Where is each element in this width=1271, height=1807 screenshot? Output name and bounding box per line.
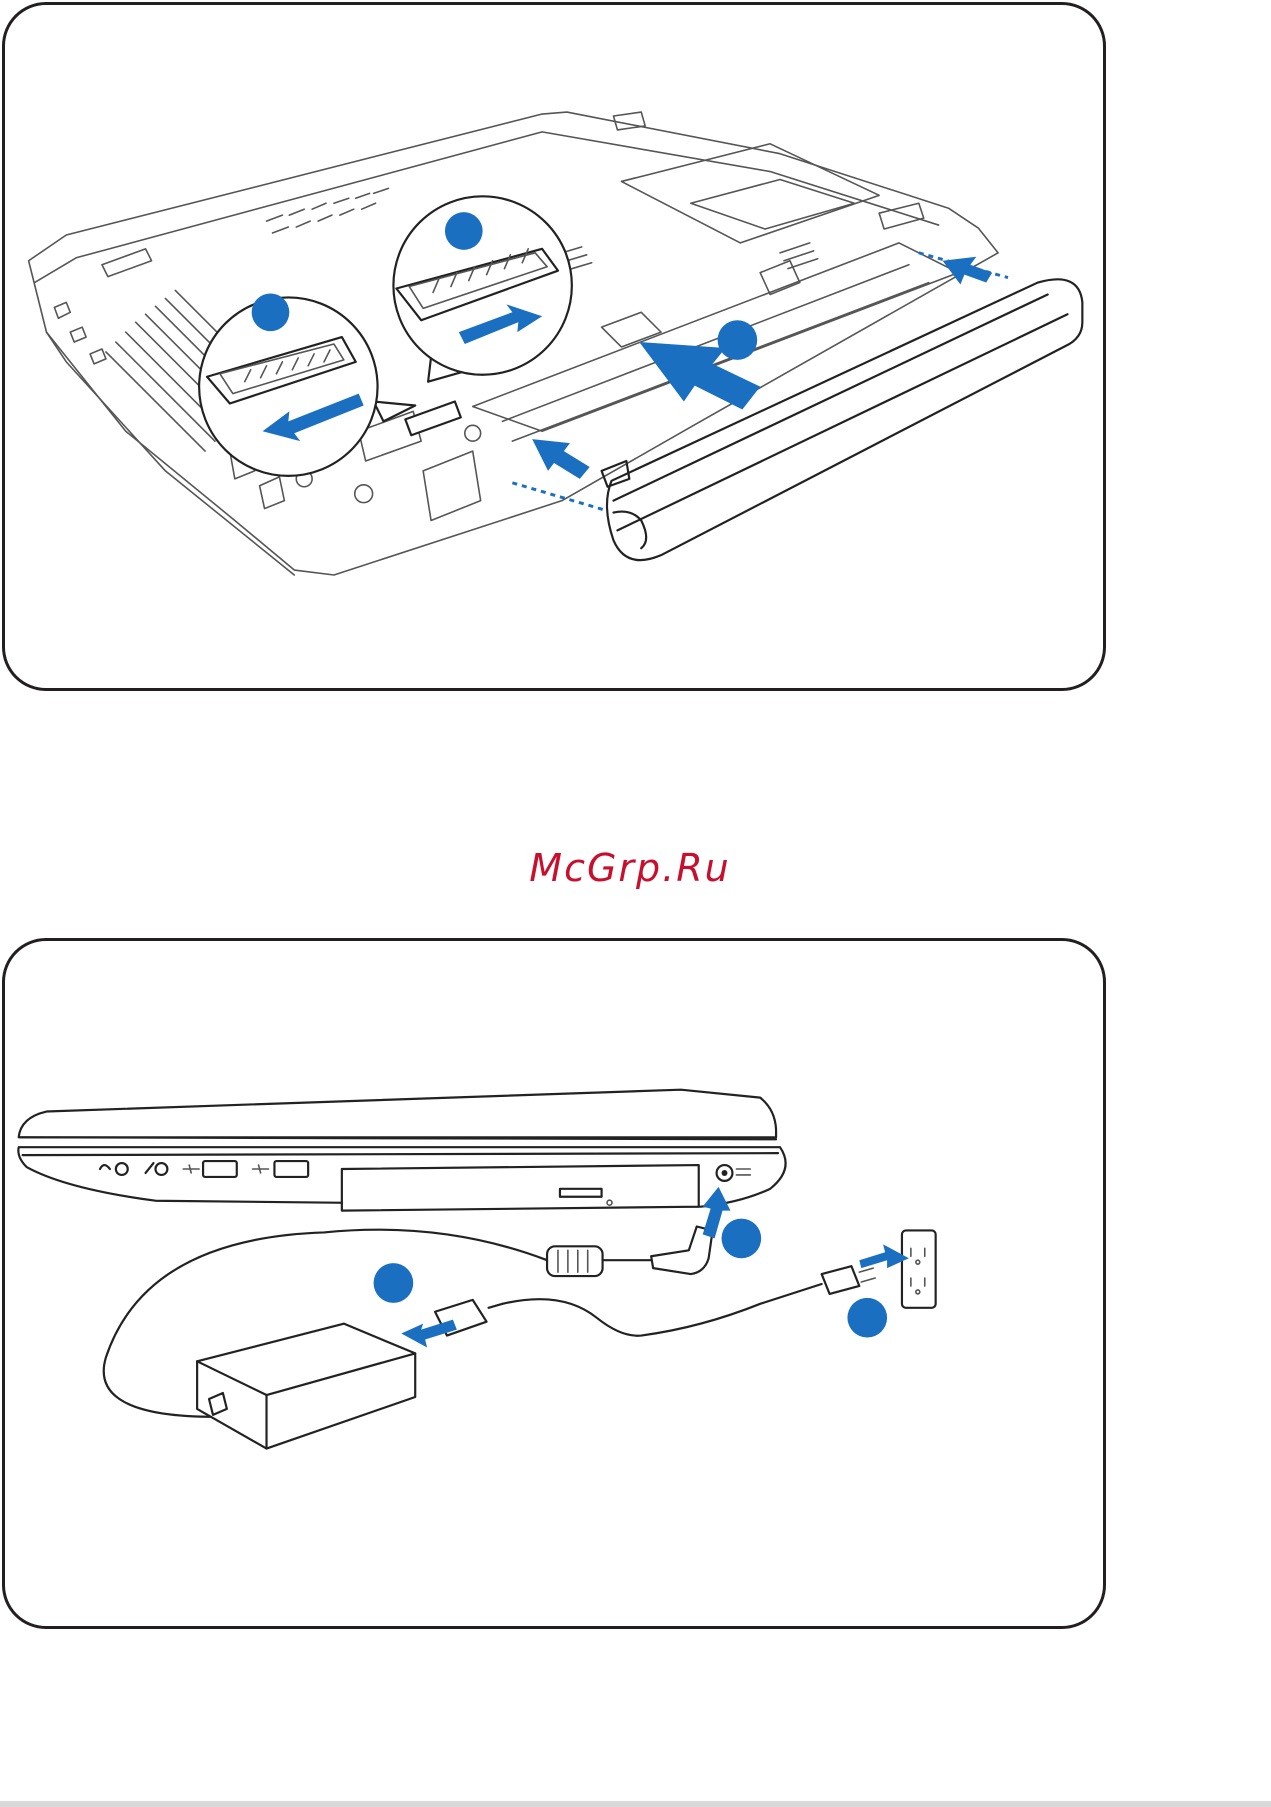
battery-install-illustration	[5, 5, 1103, 688]
battery-pack-drawing	[602, 279, 1083, 560]
power-adapter-drawing	[197, 1324, 415, 1449]
battery-insert-arrow-small-left	[532, 439, 589, 479]
ac-power-illustration	[5, 941, 1103, 1626]
step-marker-circle	[718, 320, 758, 360]
laptop-side-drawing	[18, 1090, 785, 1211]
wall-outlet-drawing	[902, 1230, 936, 1307]
step-marker-circle	[445, 212, 483, 250]
latch-unlock-callout	[199, 293, 415, 475]
step-marker-circle	[252, 293, 290, 331]
ac-cable-drawing	[435, 1266, 875, 1336]
dc-in-port-icon	[722, 1170, 728, 1176]
ac-power-figure	[2, 938, 1106, 1629]
step-marker-circle	[722, 1219, 762, 1259]
step-marker-circle	[847, 1298, 887, 1338]
latch-lock-callout	[393, 196, 571, 381]
insert-guide-line-left	[512, 483, 606, 511]
step-marker-circle	[374, 1263, 414, 1303]
page-footer-bar	[0, 1801, 1271, 1807]
watermark-text: McGrp.Ru	[480, 846, 780, 890]
battery-install-figure	[2, 2, 1106, 691]
